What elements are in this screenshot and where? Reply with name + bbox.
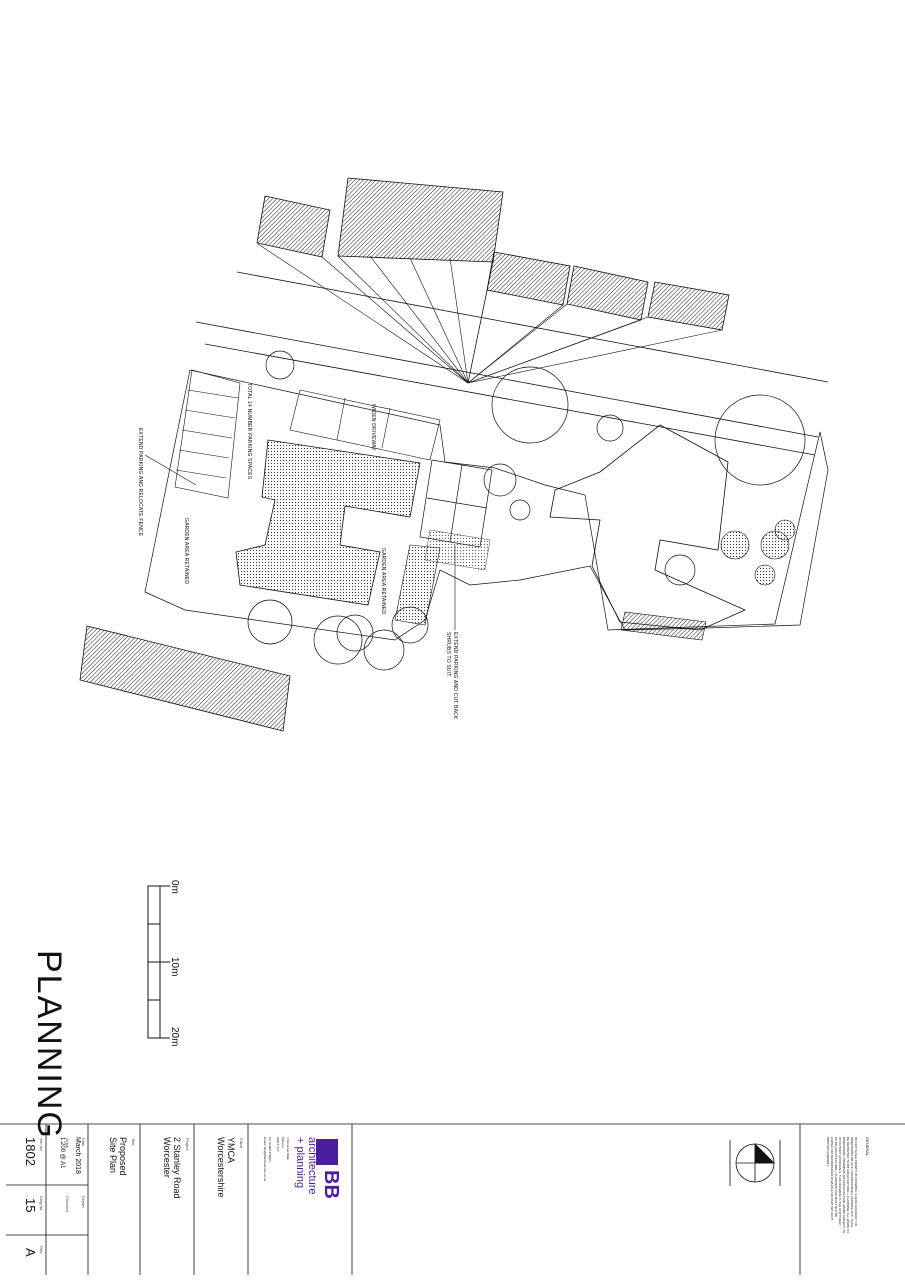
date-label: Date [81,1138,86,1147]
project-line1: 2 Stanley Road [172,1137,182,1199]
firm-address-5: Email: info@bbarchitecture.co.uk [263,1137,267,1182]
dwg-no-label: Dwg No. [39,1196,44,1212]
view-sight-lines [257,243,723,384]
general-note-6: OF BB ARCHITECTURE + PLANNING AND MUST N… [834,1137,838,1218]
rev-label: Rev. [39,1246,44,1254]
title-line1: Proposed [118,1137,128,1176]
firm-line1: architecture [306,1137,318,1195]
note-garden-retained-left: GARDEN AREA RETAINED [183,518,189,585]
hatched-strip [620,611,707,641]
shrubs [720,519,796,586]
general-note-8: WRITTEN CONSENT. [826,1137,830,1167]
note-garden-retained-mid: GARDEN AREA RETAINED [380,548,386,615]
job-no: 1802 [23,1137,38,1166]
firm-line2: + planning [294,1137,306,1189]
planting-strip [424,529,491,571]
general-note-4: DIMENSIONS, DRAWINGS OR SPECIFICATION. W… [842,1137,846,1234]
scale-label: Scale [65,1138,70,1149]
title-line2: Site Plan [108,1137,118,1174]
firm-logo-mark [316,1139,338,1165]
scale-bar [147,885,170,1039]
client-line1: YMCA [226,1137,236,1164]
client-line2: Worcestershire [216,1137,226,1198]
rev: A [23,1248,38,1257]
road-lines [195,271,829,456]
existing-building [235,439,421,606]
project-line2: Worcester [162,1137,172,1178]
note-extend-cut-back-2: SHRUBS TO SUIT [445,632,451,677]
job-no-label: Job No. [39,1138,44,1152]
scale-label-20: 20m [169,1027,180,1047]
general-label: GENERAL [865,1137,870,1157]
firm-address-3: WR14 1XY [276,1137,280,1152]
title-block-frame [0,1123,905,1275]
title-label: Title [131,1138,136,1146]
parking-bays [174,369,441,499]
general-note-1: DO NOT SCALE FROM THIS DRAWING. CHECK AC… [854,1137,858,1227]
dwg-no: 15 [23,1198,38,1213]
project-label: Project [185,1138,190,1151]
firm-address-2: Malvern [281,1137,285,1148]
note-extend-cut-back-1: EXTEND PARKING AND CUT BACK [452,632,458,720]
client-label: Client [239,1138,244,1149]
general-note-5: STATUTORY APPROVALS. THIS DRAWING IS THE… [838,1137,842,1226]
street-elevations [79,177,730,732]
general-note-3: BE REPORTED TO BB ARCHITECTURE + PLANNIN… [846,1137,850,1233]
planning-stamp: PLANNING [30,950,68,1140]
drawn-label: Drawn [81,1196,86,1208]
note-widen-driveway: WIDEN DRIVEWAY [370,404,376,451]
general-note-7: COPIED OR REPRODUCED IN WHOLE OR PART WI… [830,1137,834,1221]
firm-address-4: Tel: 01905 270064 [268,1137,272,1162]
note-extend-parking-fence: EXTEND PARKING AND RELOCATE FENCE [137,428,143,537]
scale-label-10: 10m [169,957,180,977]
new-building-outline [549,424,746,631]
scale: 1:200 @ A1 [59,1137,65,1169]
checked-label: Checked [65,1196,70,1212]
firm-address-1: 4 Somerset Walk [286,1137,290,1160]
annotation-leaders [144,454,456,630]
firm-logo-text: BB [320,1170,342,1199]
trees [247,350,806,671]
date: March 2018 [74,1137,81,1174]
general-note-2: DIMENSIONS ON SITE. DISCREPANCIES, ERROR… [850,1137,854,1229]
scale-label-0: 0m [169,880,180,894]
north-arrow-icon [729,1140,781,1186]
note-total-parking: TOTAL 14 NUMBER PARKING SPACES [246,383,252,480]
site-boundary [144,369,829,641]
